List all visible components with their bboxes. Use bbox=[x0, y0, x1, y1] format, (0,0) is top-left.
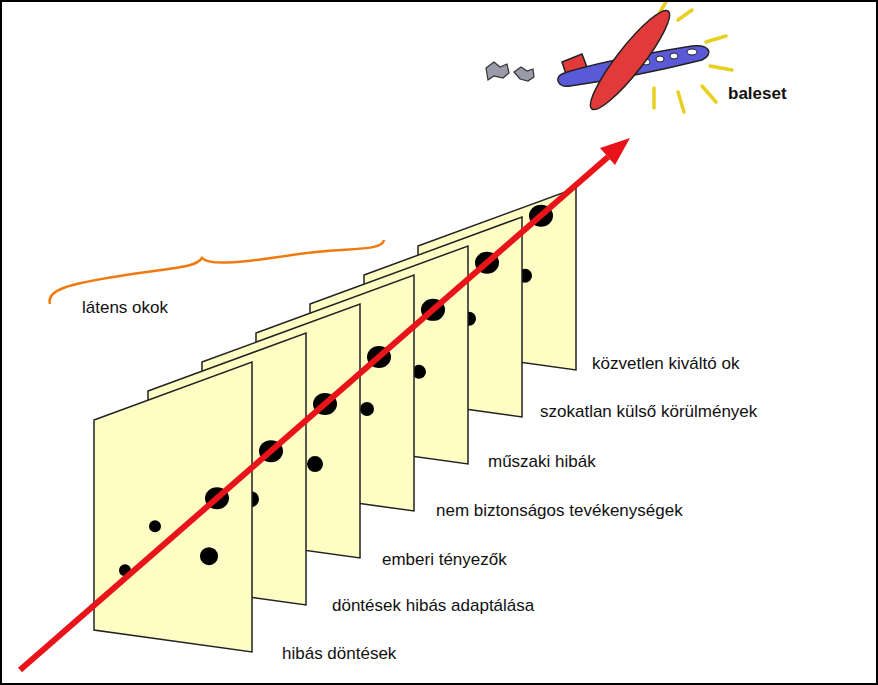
accident-arrow bbox=[20, 138, 630, 670]
layer-label: közvetlen kiváltó ok bbox=[592, 354, 739, 374]
layer-label: műszaki hibák bbox=[488, 452, 596, 472]
layer-label: nem biztonságos tevékenységek bbox=[436, 501, 683, 521]
accident-label: baleset bbox=[728, 84, 787, 104]
cheese-hole bbox=[149, 520, 161, 532]
layer-label: döntések hibás adaptálása bbox=[332, 596, 534, 616]
latent-causes-brace bbox=[50, 240, 384, 304]
layer-label: emberi tényezők bbox=[382, 550, 507, 570]
cheese-slices bbox=[94, 188, 576, 652]
crashing-plane bbox=[486, 2, 732, 117]
cheese-hole bbox=[200, 547, 218, 565]
cheese-hole bbox=[307, 456, 323, 472]
cheese-slice bbox=[94, 362, 252, 652]
cheese-hole bbox=[360, 402, 374, 416]
layer-label: szokatlan külső körülmények bbox=[540, 402, 757, 422]
layer-label: hibás döntések bbox=[282, 644, 396, 664]
latent-causes-label: látens okok bbox=[82, 298, 168, 318]
